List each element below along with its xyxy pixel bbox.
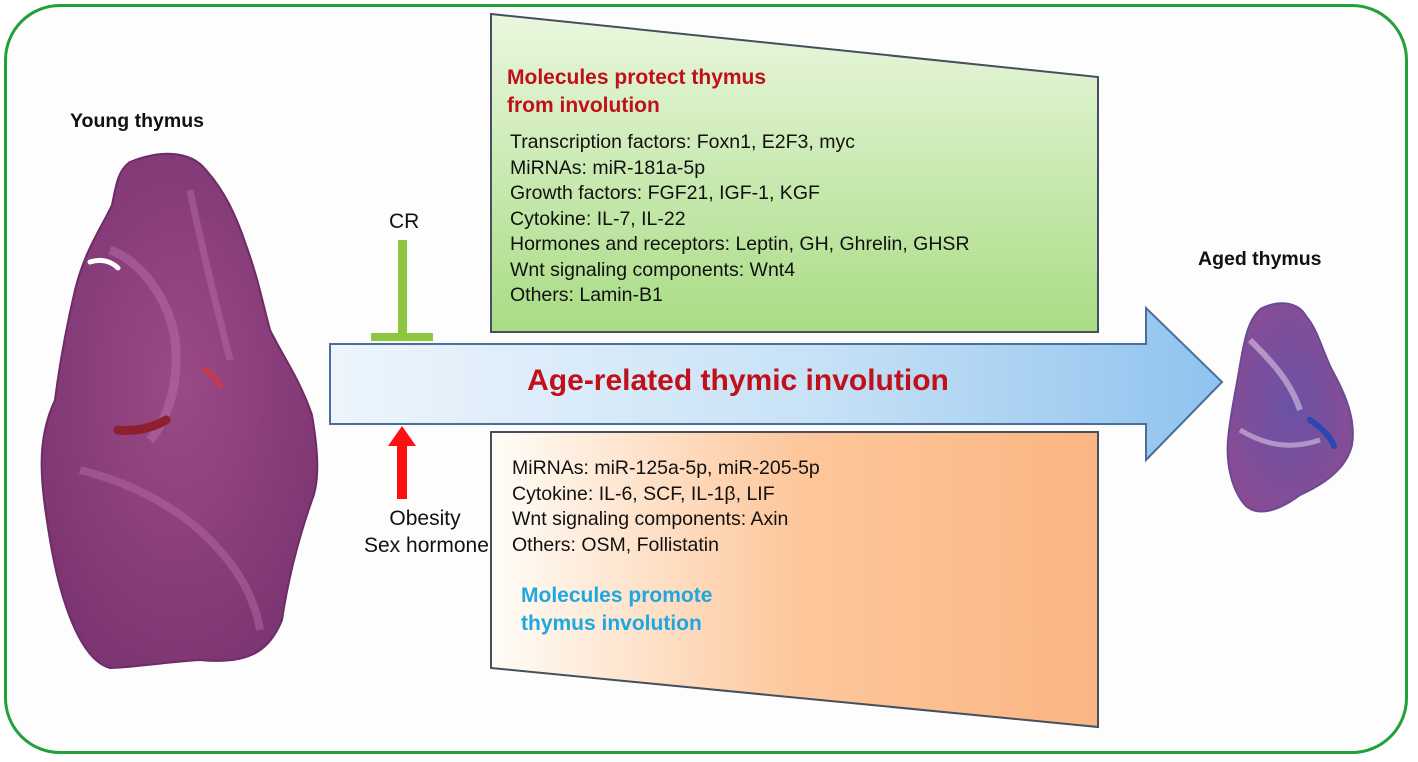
list-item: Cytokine: IL-7, IL-22 xyxy=(510,207,686,230)
promotion-arrow xyxy=(388,426,416,499)
promoters-label: Obesity Sex hormone xyxy=(364,505,489,559)
list-item: Hormones and receptors: Leptin, GH, Ghre… xyxy=(510,233,970,255)
list-item: MiRNAs: miR-125a-5p, miR-205-5p xyxy=(512,457,820,479)
list-item: Wnt signaling components: Wnt4 xyxy=(510,258,796,281)
protect-molecules-list: Transcription factors: Foxn1, E2F3, myc … xyxy=(510,130,970,309)
obesity-label: Obesity xyxy=(389,507,461,530)
promote-box-title: Molecules promote thymus involution xyxy=(521,582,712,638)
protect-title-line-2: from involution xyxy=(507,94,660,117)
list-item: MiRNAs: miR-181a-5p xyxy=(510,156,706,179)
young-thymus-label: Young thymus xyxy=(70,110,204,132)
sex-hormone-label: Sex hormone xyxy=(364,534,489,557)
cr-inhibition-symbol xyxy=(371,240,433,341)
aged-thymus-label: Aged thymus xyxy=(1198,248,1322,270)
protect-title-line-1: Molecules protect thymus xyxy=(507,66,767,89)
list-item: Transcription factors: Foxn1, E2F3, myc xyxy=(510,131,855,153)
promote-title-line-1: Molecules promote xyxy=(521,584,713,607)
promote-molecules-list: MiRNAs: miR-125a-5p, miR-205-5p Cytokine… xyxy=(512,456,820,558)
list-item: Cytokine: IL-6, SCF, IL-1β, LIF xyxy=(512,482,775,505)
cr-label: CR xyxy=(389,210,420,233)
promote-molecules-box xyxy=(490,431,1099,729)
protect-molecules-box xyxy=(490,12,1099,333)
aged-thymus-image xyxy=(1226,302,1354,513)
list-item: Others: Lamin-B1 xyxy=(510,284,663,306)
young-thymus-image xyxy=(40,152,319,670)
list-item: Others: OSM, Follistatin xyxy=(512,533,719,556)
involution-arrow xyxy=(329,305,1224,463)
arrow-title: Age-related thymic involution xyxy=(527,364,949,397)
promote-title-line-2: thymus involution xyxy=(521,612,702,635)
list-item: Growth factors: FGF21, IGF-1, KGF xyxy=(510,182,820,204)
protect-box-title: Molecules protect thymus from involution xyxy=(507,64,766,120)
list-item: Wnt signaling components: Axin xyxy=(512,508,789,530)
